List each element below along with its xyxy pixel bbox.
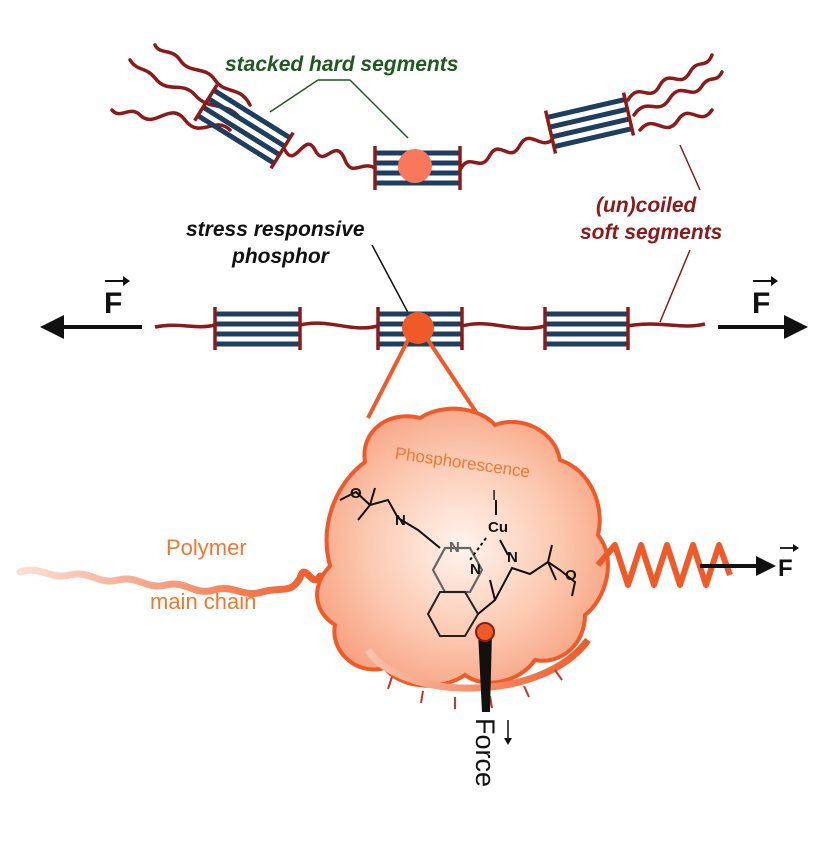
force-right-label: F (752, 287, 770, 320)
soft-stretch-3 (461, 321, 546, 331)
soft-stretch-2 (299, 321, 379, 330)
hard-stack-mid-3 (543, 307, 630, 350)
chem-iodide: I (492, 487, 496, 504)
chem-n1: N (395, 512, 406, 529)
label-phosphor: phosphor (231, 245, 331, 268)
ch2-link (489, 579, 496, 601)
soft-chain-tr2 (632, 70, 724, 117)
right-arm (477, 560, 577, 615)
chem-n4: N (507, 549, 518, 566)
soft-chain-c1 (283, 142, 377, 171)
label-stacked-hard-segments: stacked hard segments (225, 53, 458, 76)
left-methyl-2 (357, 504, 371, 521)
phosphor-dot-top (398, 149, 432, 183)
hard-stack-mid-1 (213, 307, 302, 350)
phosphor-dot-mid (402, 312, 434, 344)
soft-chain-tr1 (626, 53, 714, 102)
hard-stack-left (193, 84, 295, 170)
cu-n-dashed-1 (469, 537, 487, 561)
phosphor-leader (371, 244, 414, 323)
polymer-main-chain-left (16, 566, 324, 597)
soft-chain-tr3 (638, 108, 714, 132)
stretched-polymer (154, 307, 706, 350)
chem-n3: N (470, 561, 481, 578)
pyridine-ring-1 (431, 546, 484, 594)
hard-stack-center (373, 146, 462, 190)
force-arrow-left: F (40, 276, 142, 339)
force-left-label: F (104, 287, 122, 320)
force-small-label: F (778, 555, 793, 582)
hard-segments-leaders (269, 79, 409, 139)
force-arrow-right: F (718, 276, 808, 339)
gauge-needle (478, 632, 492, 712)
force-gauge-arc (365, 637, 591, 692)
soft-chain-c2 (458, 136, 554, 172)
chem-cu: Cu (488, 519, 508, 536)
chem-n2: N (449, 539, 460, 556)
force-arrow-bottom-right: F (700, 544, 799, 582)
soft-chain-tl3 (110, 108, 232, 132)
chem-o1: O (350, 485, 362, 502)
pyridine-ring-2 (426, 591, 480, 637)
label-polymer: Polymer (166, 535, 247, 560)
label-main-chain: main chain (150, 589, 256, 614)
right-methyl-2 (547, 561, 557, 581)
polymer-spring-right (595, 542, 733, 588)
coiled-polymer (110, 43, 724, 190)
soft-stretch-4 (627, 322, 706, 328)
label-uncoiled: (un)coiled (596, 194, 697, 217)
hard-stack-right (543, 92, 636, 154)
left-methyl-1 (369, 487, 376, 506)
chem-o2: O (565, 567, 577, 584)
right-methyl-1 (547, 544, 553, 563)
soft-segments-leaders (659, 144, 701, 323)
gauge-needle-pivot (475, 622, 495, 642)
label-stress-responsive: stress responsive (186, 218, 365, 241)
cu-n-bond (499, 539, 509, 556)
label-soft-segments: soft segments (580, 221, 722, 244)
soft-stretch-1 (154, 323, 216, 329)
soft-chain-tl1 (153, 43, 252, 107)
hard-stack-mid-2 (376, 307, 464, 350)
label-force-bottom: Force (470, 718, 500, 787)
left-arm (339, 490, 441, 549)
force-bottom-vector (504, 720, 512, 745)
copper-complex-structure (339, 487, 577, 637)
zoom-connector (366, 338, 482, 420)
